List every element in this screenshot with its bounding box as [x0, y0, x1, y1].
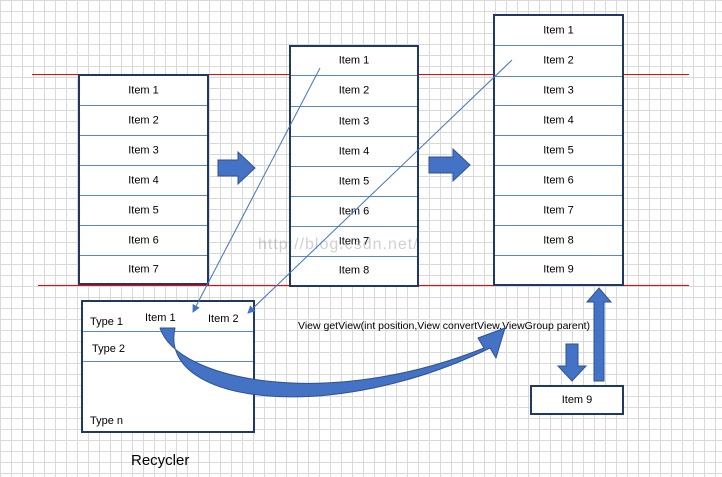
list-item: Item 3: [80, 136, 207, 166]
list-item: Item 7: [128, 262, 159, 275]
list-item: Item 5: [80, 196, 207, 226]
list-item: Item 7: [291, 227, 417, 257]
list-item: Item 1: [495, 16, 622, 46]
block-arrow-down: [556, 343, 588, 382]
connector-item2-to-recycler: [247, 59, 513, 314]
type-n-label: Type n: [90, 415, 124, 427]
list-item: Item 8: [338, 264, 370, 277]
list-item: Item 8: [495, 226, 622, 256]
recycler-box: Type 1 Type 2 Type n Item 1 Item 2: [81, 300, 255, 433]
list-item: Item 5: [291, 167, 417, 197]
get-view-signature: View getView(int position,View convertVi…: [298, 320, 591, 332]
list-item: Item 2: [291, 76, 417, 107]
list-c: Item 1 Item 2 Item 3 Item 4 Item 5 Item …: [493, 14, 624, 286]
list-a: Item 1 Item 2 Item 3 Item 4 Item 5 Item …: [78, 74, 209, 285]
recycled-item-1: Item 1: [145, 312, 176, 324]
block-arrow-right-1: [217, 150, 256, 186]
block-arrow-up: [585, 287, 613, 382]
list-item: Item 4: [291, 137, 417, 167]
list-item: Item 6: [80, 226, 207, 256]
type-1-label: Type 1: [90, 316, 124, 328]
new-item-label: Item 9: [561, 394, 593, 406]
list-item: Item 4: [495, 106, 622, 136]
recycled-item-2: Item 2: [208, 313, 239, 325]
list-item: Item 4: [80, 166, 207, 196]
list-item: Item 3: [291, 107, 417, 137]
list-item: Item 2: [80, 106, 207, 136]
list-item: Item 1: [80, 76, 207, 106]
list-item: Item 9: [543, 263, 574, 276]
list-item: Item 7: [495, 196, 622, 226]
list-item: Item 5: [495, 136, 622, 166]
new-item-box: Item 9: [530, 385, 624, 415]
connector-item1-to-recycler: [192, 67, 321, 313]
list-item: Item 3: [495, 77, 622, 106]
curved-arrow-getview: [159, 327, 506, 398]
block-arrow-right-2: [428, 147, 471, 183]
recycler-divider-2: [83, 361, 253, 362]
list-item: Item 6: [495, 166, 622, 196]
list-item: Item 2: [495, 46, 622, 77]
recycler-caption: Recycler: [131, 452, 190, 469]
list-item: Item 1: [291, 47, 417, 76]
watermark: http://blog.csdn.net/: [258, 236, 419, 253]
type-2-label: Type 2: [92, 343, 126, 355]
